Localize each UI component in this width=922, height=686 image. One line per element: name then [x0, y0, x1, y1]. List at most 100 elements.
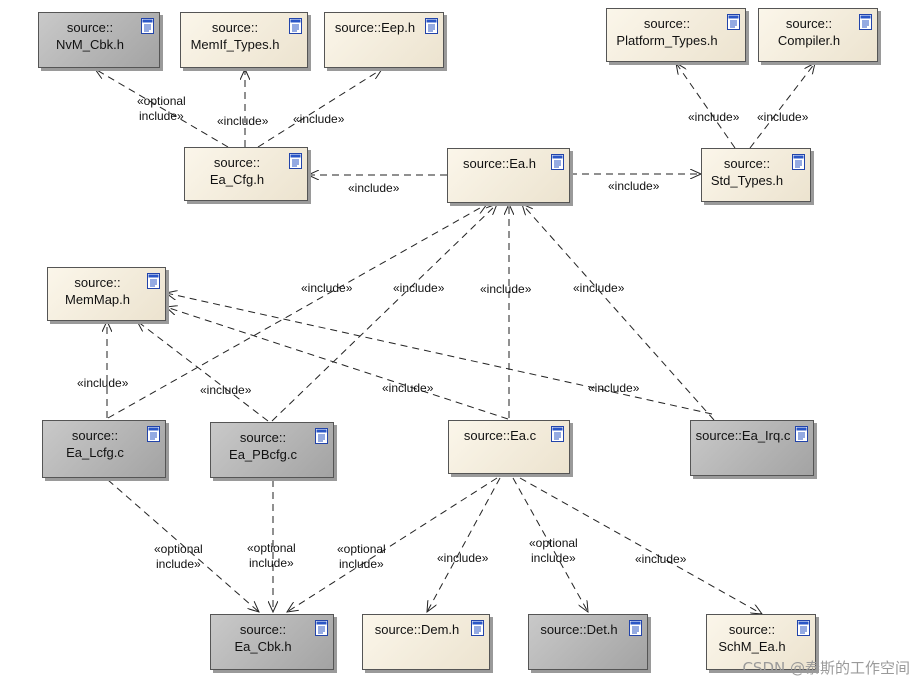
edge-eacfg-eep: [257, 69, 382, 148]
node-nvm-cbk-h[interactable]: source::NvM_Cbk.h: [38, 12, 160, 68]
document-icon: [471, 620, 484, 636]
node-stereotype: source::: [723, 156, 771, 171]
node-filename: source::Ea_Irq.c: [695, 428, 791, 443]
node-memmap-h[interactable]: source::MemMap.h: [47, 267, 166, 321]
edge-eac-dem: [427, 477, 501, 612]
document-icon: [859, 14, 872, 30]
edge-label-line1: «optional: [337, 542, 386, 556]
node-ea-pbcfg-c[interactable]: source::Ea_PBcfg.c: [210, 422, 334, 478]
node-filename: source::Ea.c: [463, 428, 537, 443]
edge-eairq-eah: [522, 204, 715, 421]
edge-eac-schm: [519, 477, 762, 614]
edge-label: «include»: [588, 381, 640, 395]
edge-label: «include»: [757, 110, 809, 124]
node-filename: Platform_Types.h: [616, 33, 718, 48]
document-icon: [141, 18, 154, 34]
edge-label: «include»: [348, 181, 400, 195]
edge-label: «include»: [200, 383, 252, 397]
edge-ealcfg-eacbk: [107, 479, 259, 612]
node-filename: MemMap.h: [64, 292, 131, 307]
edge-label-line2: include»: [249, 556, 294, 570]
edge-label-line2: include»: [139, 109, 184, 123]
node-stereotype: source::: [213, 155, 261, 170]
edge-label-line2: include»: [339, 557, 384, 571]
edge-eapbcfg-memmap: [137, 321, 269, 422]
document-icon: [315, 428, 328, 444]
node-stereotype: source::: [239, 430, 287, 445]
node-ea-irq-c[interactable]: source::Ea_Irq.c: [690, 420, 814, 476]
edge-label-line2: include»: [156, 557, 201, 571]
node-filename: Ea_Cfg.h: [209, 172, 265, 187]
node-filename: Ea_Cbk.h: [234, 639, 292, 654]
node-filename: source::Dem.h: [374, 622, 460, 637]
node-filename: Std_Types.h: [710, 173, 784, 188]
edge-label-line2: include»: [531, 551, 576, 565]
edge-label: «include»: [393, 281, 445, 295]
document-icon: [289, 153, 302, 169]
document-icon: [792, 154, 805, 170]
edge-label: «include»: [217, 114, 269, 128]
edge-label-line1: «optional: [247, 541, 296, 555]
edge-stdtypes-platform: [676, 63, 736, 149]
document-icon: [425, 18, 438, 34]
node-ea-lcfg-c[interactable]: source::Ea_Lcfg.c: [42, 420, 166, 478]
node-filename: source::Ea.h: [463, 156, 536, 171]
node-compiler-h[interactable]: source::Compiler.h: [758, 8, 878, 62]
edge-label: «include»: [635, 552, 687, 566]
document-icon: [147, 273, 160, 289]
node-ea-cbk-h[interactable]: source::Ea_Cbk.h: [210, 614, 334, 670]
node-filename: Ea_PBcfg.c: [229, 447, 297, 462]
node-stereotype: source::: [71, 428, 119, 443]
edge-eac-memmap: [166, 307, 509, 420]
edge-label: «include»: [688, 110, 740, 124]
node-eep-h[interactable]: source::Eep.h: [324, 12, 444, 68]
document-icon: [147, 426, 160, 442]
node-dem-h[interactable]: source::Dem.h: [362, 614, 490, 670]
node-ea-cfg-h[interactable]: source::Ea_Cfg.h: [184, 147, 308, 201]
edge-label-line1: «optional: [137, 94, 186, 108]
edge-label-line1: «optional: [529, 536, 578, 550]
edge-label: «include»: [437, 551, 489, 565]
node-filename: MemIf_Types.h: [190, 37, 280, 52]
node-schm-ea-h[interactable]: source::SchM_Ea.h: [706, 614, 816, 670]
edge-label: «include»: [77, 376, 129, 390]
edge-label: «include»: [382, 381, 434, 395]
edge-eairq-memmap: [166, 293, 713, 415]
edge-eacfg-nvmcbk: [95, 69, 229, 148]
document-icon: [795, 426, 808, 442]
node-stereotype: source::: [211, 20, 259, 35]
edge-eapbcfg-eah: [271, 204, 497, 422]
edge-label: «include»: [301, 281, 353, 295]
node-stereotype: source::: [239, 622, 287, 637]
node-memif-types-h[interactable]: source::MemIf_Types.h: [180, 12, 308, 68]
document-icon: [315, 620, 328, 636]
node-ea-h[interactable]: source::Ea.h: [447, 148, 570, 203]
edge-ealcfg-eah: [107, 204, 487, 419]
node-filename: Compiler.h: [777, 33, 841, 48]
document-icon: [629, 620, 642, 636]
node-filename: source::Eep.h: [334, 20, 416, 35]
node-std-types-h[interactable]: source::Std_Types.h: [701, 148, 811, 202]
document-icon: [727, 14, 740, 30]
edge-eac-eacbk: [287, 477, 498, 612]
node-filename: SchM_Ea.h: [718, 639, 786, 654]
node-stereotype: source::: [66, 20, 114, 35]
node-platform-types-h[interactable]: source::Platform_Types.h: [606, 8, 746, 62]
edge-label: «include»: [573, 281, 625, 295]
node-det-h[interactable]: source::Det.h: [528, 614, 648, 670]
node-stereotype: source::: [643, 16, 691, 31]
document-icon: [289, 18, 302, 34]
edge-label: «include»: [608, 179, 660, 193]
edge-label: «include»: [293, 112, 345, 126]
node-filename: NvM_Cbk.h: [56, 37, 124, 52]
edge-label: «include»: [480, 282, 532, 296]
document-icon: [797, 620, 810, 636]
node-stereotype: source::: [74, 275, 121, 290]
node-ea-c[interactable]: source::Ea.c: [448, 420, 585, 489]
